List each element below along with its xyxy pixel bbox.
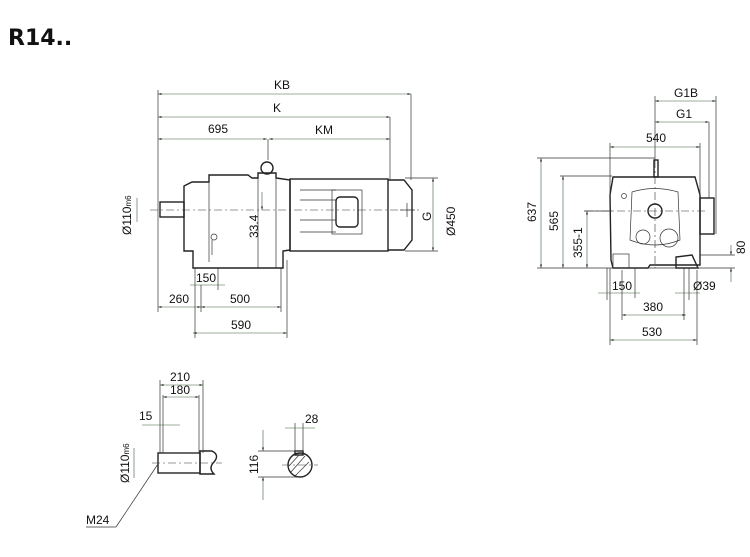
dim-695: 695: [208, 122, 228, 136]
dim-590: 590: [231, 318, 251, 332]
gearmotor-outline: [150, 161, 420, 269]
side-dimensions: KB K 695 KM Ø110m6 33.4 G Ø450 150: [120, 78, 458, 338]
shaft-detail: 210 180 15 Ø110m6 M24 116 28: [86, 370, 319, 528]
dim-G: G: [420, 212, 434, 221]
model-title: R14..: [8, 26, 73, 51]
dim-33-4: 33.4: [247, 214, 261, 238]
dim-G1B: G1B: [674, 86, 698, 100]
side-view: KB K 695 KM Ø110m6 33.4 G Ø450 150: [120, 78, 458, 338]
dim-260: 260: [169, 292, 189, 306]
dim-540: 540: [646, 131, 666, 145]
dim-530: 530: [642, 325, 662, 339]
dim-565: 565: [547, 211, 561, 231]
dim-355: 355-1: [571, 227, 585, 258]
end-dimensions: G1B G1 540 637 565 355-1 80 150: [525, 86, 748, 345]
dim-116: 116: [247, 455, 261, 474]
dim-39: Ø39: [693, 279, 716, 293]
dim-KB: KB: [274, 78, 290, 92]
dim-210: 210: [170, 370, 190, 384]
dim-180: 180: [170, 383, 190, 397]
thread-label: M24: [86, 513, 110, 527]
dim-80: 80: [734, 240, 748, 254]
dim-15: 15: [139, 409, 153, 423]
dim-450: Ø450: [444, 206, 458, 236]
end-view: G1B G1 540 637 565 355-1 80 150: [525, 86, 748, 345]
dim-150: 150: [196, 271, 216, 285]
dim-637: 637: [525, 202, 539, 222]
dim-shaft-diameter-detail: Ø110m6: [118, 443, 132, 483]
dim-KM: KM: [315, 123, 333, 137]
dim-shaft-diameter: Ø110m6: [120, 195, 134, 235]
dim-K: K: [273, 101, 281, 115]
dim-500: 500: [230, 292, 250, 306]
dim-G1: G1: [676, 107, 692, 121]
dim-380: 380: [643, 300, 663, 314]
dim-28: 28: [305, 412, 319, 426]
